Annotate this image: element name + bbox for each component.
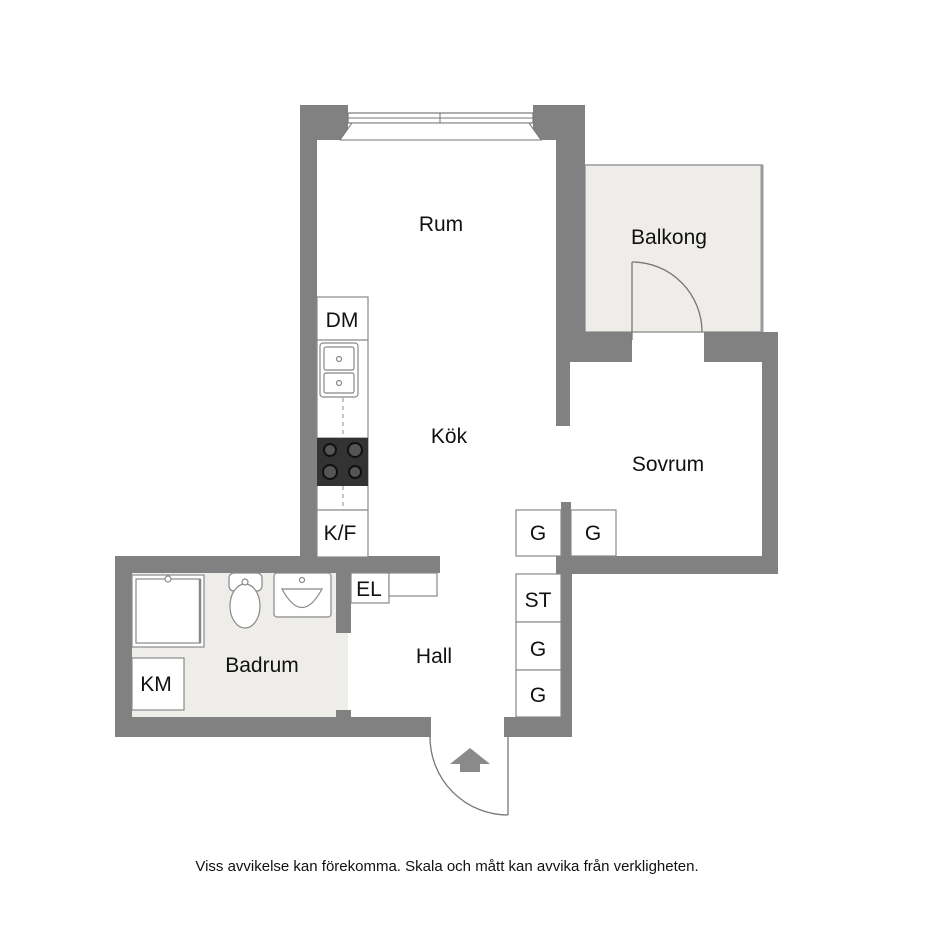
fixture-label-g-sovrum-2: G [585, 522, 601, 545]
kitchen-counter [316, 296, 369, 558]
room-label-hall: Hall [416, 645, 452, 668]
room-label-sovrum: Sovrum [632, 453, 704, 476]
stove [317, 438, 368, 486]
room-label-balkong: Balkong [631, 226, 707, 249]
fixture-label-g-hall-2: G [530, 684, 546, 707]
fixture-label-kf: K/F [324, 522, 357, 545]
shower [131, 574, 205, 648]
room-label-badrum: Badrum [225, 654, 299, 677]
fixture-label-st: ST [525, 589, 552, 612]
fixture-label-el: EL [356, 578, 382, 601]
window [339, 112, 542, 141]
entrance-arrow-icon [450, 748, 490, 772]
walls [115, 105, 778, 737]
fixture-label-g-sovrum-1: G [530, 522, 546, 545]
balcony-door [631, 261, 703, 340]
balcony-floor [584, 164, 763, 333]
fixture-label-km: KM [140, 673, 172, 696]
closets [131, 509, 617, 718]
toilet [228, 572, 263, 629]
kitchen-sink [319, 342, 359, 398]
room-label-kok: Kök [431, 425, 468, 448]
room-label-rum: Rum [419, 213, 463, 236]
disclaimer-text: Viss avvikelse kan förekomma. Skala och … [195, 858, 698, 875]
fixture-label-dm: DM [326, 309, 359, 332]
wash-basin [273, 572, 332, 618]
entrance-door [429, 736, 509, 816]
fixture-label-g-hall-1: G [530, 638, 546, 661]
